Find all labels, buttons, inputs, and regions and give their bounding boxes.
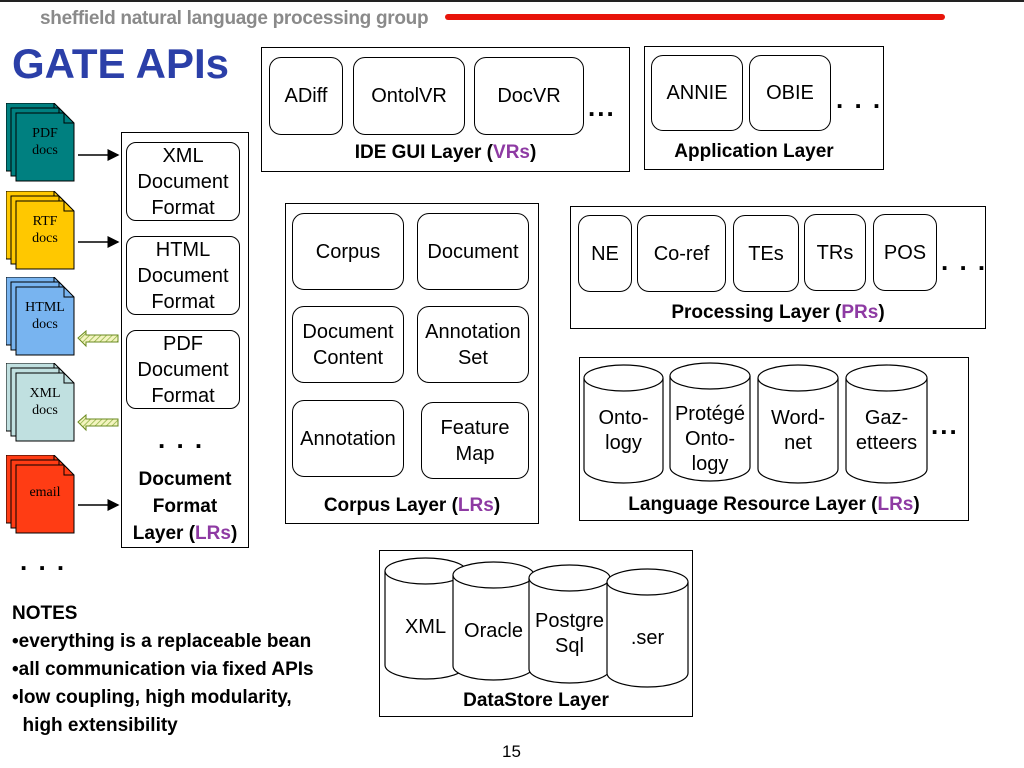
app-box-annie: ANNIE (651, 55, 743, 131)
corpus-box-document: Document (417, 213, 529, 290)
document-label: email (29, 485, 61, 500)
pr-box-coref: Co-ref (637, 215, 726, 292)
document-stack: XML docs (5, 362, 76, 445)
format-ellipsis: . . . (158, 424, 205, 454)
corpus-box-feature-map: Feature Map (421, 402, 529, 479)
cylinder-icon (606, 568, 689, 688)
document-label: XML docs (29, 386, 61, 418)
document-icon (5, 276, 75, 356)
document-stack: email (5, 454, 76, 537)
cylinder-icon (845, 364, 928, 484)
note-item: •everything is a replaceable bean (12, 631, 312, 652)
document-format-layer-caption: Document Format Layer (LRs) (132, 469, 238, 544)
hollow-arrow-html (77, 329, 119, 348)
document-label: PDF docs (32, 126, 58, 158)
corpus-layer-caption: Corpus Layer (LRs) (323, 495, 501, 516)
lr-cylinder: Protégé Onto- logy (669, 362, 751, 482)
ds-label: Oracle (464, 620, 523, 642)
pr-box-ne: NE (578, 215, 632, 292)
document-icon (5, 102, 75, 182)
ds-cylinder: .ser (606, 568, 689, 688)
vr-box-ontolvr: OntolVR (353, 57, 465, 135)
lr-label: Protégé Onto- logy (674, 403, 746, 475)
application-layer-caption: Application Layer (674, 141, 834, 162)
document-label: RTF docs (32, 214, 58, 246)
note-item: high extensibility (12, 715, 178, 736)
pr-ellipsis: . . . (941, 246, 988, 276)
lr-ellipsis: ... (931, 410, 959, 440)
lr-cylinder: Onto- logy (583, 364, 664, 484)
document-label: HTML docs (25, 300, 65, 332)
ide-gui-layer-caption: IDE GUI Layer (VRs) (354, 142, 537, 163)
slide-title: GATE APIs (12, 40, 230, 87)
lr-label: Word- net (770, 407, 826, 454)
ds-label: .ser (630, 627, 665, 649)
header-top-rule (0, 0, 1024, 2)
document-icon (5, 362, 75, 442)
document-stack: PDF docs (5, 102, 76, 185)
ds-label: XML (404, 616, 447, 638)
format-box-pdf: PDF Document Format (126, 330, 240, 409)
ds-cylinder: Oracle (452, 561, 535, 681)
notes: NOTES •everything is a replaceable bean … (12, 600, 314, 740)
page-number: 15 (502, 742, 521, 761)
document-stack: RTF docs (5, 190, 76, 273)
corpus-box-document-content: Document Content (292, 306, 404, 383)
lr-label: Gaz- etteers (855, 407, 918, 454)
format-box-xml: XML Document Format (126, 142, 240, 221)
cylinder-icon (583, 364, 664, 484)
datastore-layer-caption: DataStore Layer (463, 690, 609, 711)
lr-label: Onto- logy (598, 407, 649, 454)
language-resource-layer-caption: Language Resource Layer (LRs) (628, 494, 920, 515)
cylinder-icon (757, 364, 839, 484)
pr-box-tes: TEs (733, 215, 799, 292)
corpus-box-annotation: Annotation (292, 400, 404, 477)
lr-cylinder: Gaz- etteers (845, 364, 928, 484)
cylinder-icon (452, 561, 535, 681)
document-icon (5, 454, 75, 534)
ds-label: Postgre Sql (535, 610, 604, 657)
vr-ellipsis: ... (588, 92, 616, 122)
vr-box-adiff: ADiff (269, 57, 343, 135)
corpus-box-corpus: Corpus (292, 213, 404, 290)
group-name: sheffield natural language processing gr… (40, 8, 429, 29)
app-ellipsis: . . . (836, 84, 883, 114)
ds-cylinder: Postgre Sql (528, 564, 611, 684)
vr-box-docvr: DocVR (474, 57, 584, 135)
corpus-box-annotation-set: Annotation Set (417, 306, 529, 383)
hollow-arrow-xml (77, 413, 119, 432)
lr-cylinder: Word- net (757, 364, 839, 484)
pr-box-pos: POS (873, 214, 937, 291)
note-item: •low coupling, high modularity, (12, 687, 292, 708)
pr-box-trs: TRs (804, 214, 866, 291)
cylinder-icon (669, 362, 751, 482)
document-ellipsis: . . . (20, 546, 67, 576)
document-stack: HTML docs (5, 276, 76, 359)
app-box-obie: OBIE (749, 55, 831, 131)
note-item: •all communication via fixed APIs (12, 659, 314, 680)
format-box-html: HTML Document Format (126, 236, 240, 315)
processing-layer-caption: Processing Layer (PRs) (671, 302, 885, 323)
header-red-line (445, 14, 945, 20)
notes-heading: NOTES (12, 603, 78, 624)
document-icon (5, 190, 75, 270)
